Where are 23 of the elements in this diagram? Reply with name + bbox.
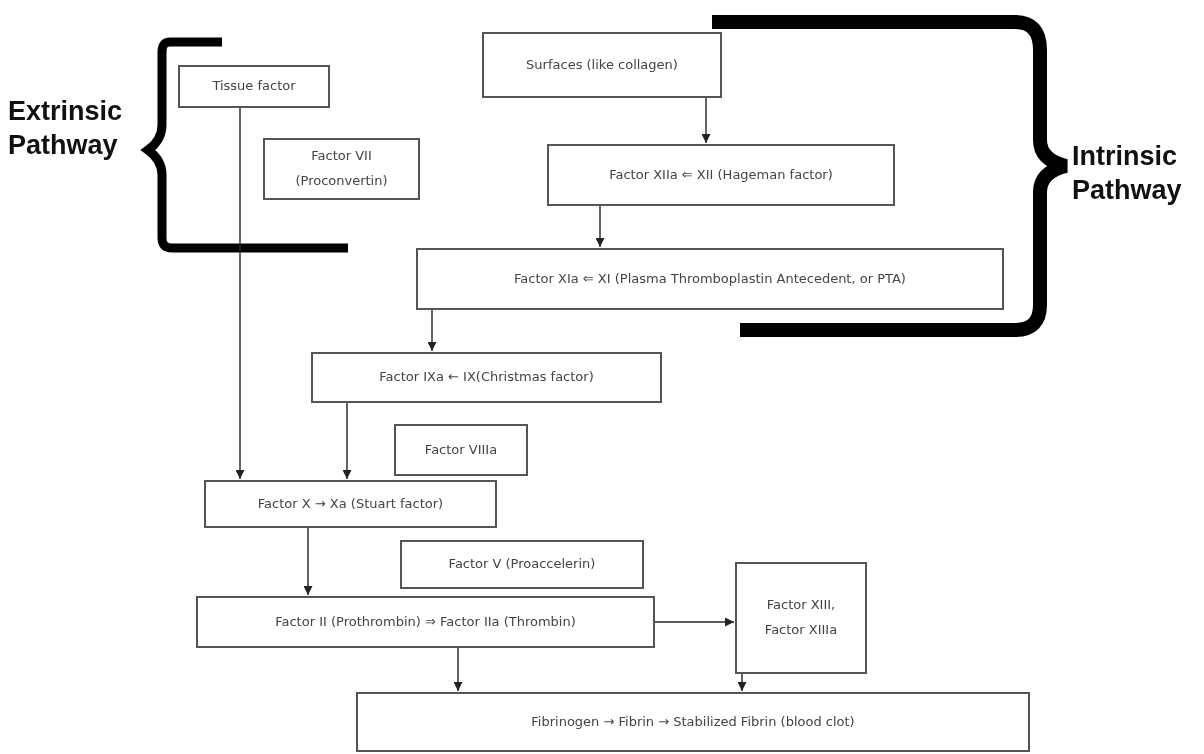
arrow xyxy=(701,97,711,144)
arrow xyxy=(453,647,463,692)
process-box: Factor VIIIa xyxy=(394,424,528,476)
process-box: Factor II (Prothrombin) ⇒ Factor IIa (Thrombin) xyxy=(196,596,655,648)
process-box: Tissue factor xyxy=(178,65,330,108)
arrow xyxy=(235,107,245,480)
arrow xyxy=(342,402,352,480)
arrow xyxy=(595,205,605,248)
process-box: Factor IXa ← IX(Christmas factor) xyxy=(311,352,662,403)
process-box: Factor XIII, Factor XIIIa xyxy=(735,562,867,674)
process-box: Factor VII (Proconvertin) xyxy=(263,138,420,200)
pathway-label: Intrinsic Pathway xyxy=(1072,140,1183,207)
process-box: Factor V (Proaccelerin) xyxy=(400,540,644,589)
pathway-label: Extrinsic Pathway xyxy=(8,95,124,162)
arrow xyxy=(303,527,313,596)
arrow xyxy=(737,673,747,692)
process-box: Factor XIIa ⇐ XII (Hageman factor) xyxy=(547,144,895,206)
process-box: Fibrinogen → Fibrin → Stabilized Fibrin (blood clot) xyxy=(356,692,1030,752)
process-box: Factor XIa ⇐ XI (Plasma Thromboplastin Antecedent, or PTA) xyxy=(416,248,1004,310)
process-box: Factor X → Xa (Stuart factor) xyxy=(204,480,497,528)
process-box: Surfaces (like collagen) xyxy=(482,32,722,98)
arrow xyxy=(654,617,735,627)
arrow xyxy=(427,309,437,352)
